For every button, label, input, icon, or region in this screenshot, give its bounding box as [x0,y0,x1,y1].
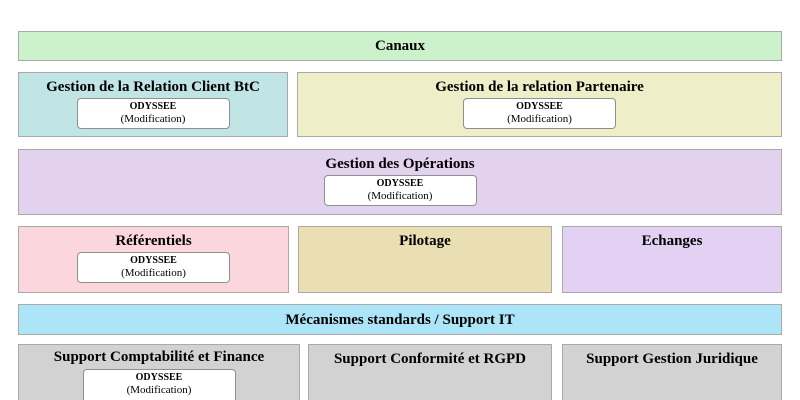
odyssee-box: ODYSSEE (Modification) [463,98,616,129]
panel-referentiels: Référentiels ODYSSEE (Modification) [18,226,289,293]
app-name: ODYSSEE [129,101,177,112]
panel-title: Canaux [374,38,426,54]
panel-title: Echanges [641,233,703,249]
odyssee-box: ODYSSEE (Modification) [82,369,236,400]
panel-title: Référentiels [115,233,192,249]
odyssee-box: ODYSSEE (Modification) [76,98,230,129]
panel-title: Support Comptabilité et Finance [53,349,265,365]
panel-title: Gestion de la Relation Client BtC [46,79,260,95]
app-name: ODYSSEE [376,178,424,189]
app-name: ODYSSEE [516,101,563,112]
odyssee-box: ODYSSEE (Modification) [77,252,230,283]
app-note: (Modification) [121,267,186,279]
panel-gestion-relation-client-btc: Gestion de la Relation Client BtC ODYSSE… [18,72,288,137]
panel-support-conformite-rgpd: Support Conformité et RGPD [308,344,552,400]
app-note: (Modification) [126,384,192,396]
panel-support-comptabilite-finance: Support Comptabilité et Finance ODYSSEE … [18,344,300,400]
panel-support-gestion-juridique: Support Gestion Juridique [562,344,782,400]
panel-title: Gestion des Opérations [325,156,475,172]
panel-canaux: Canaux [18,31,782,61]
panel-title: Support Gestion Juridique [586,351,758,367]
app-name: ODYSSEE [135,372,183,383]
panel-gestion-des-operations: Gestion des Opérations ODYSSEE (Modifica… [18,149,782,215]
panel-title: Support Conformité et RGPD [333,351,527,367]
panel-pilotage: Pilotage [298,226,552,293]
panel-mecanismes-standards-support-it: Mécanismes standards / Support IT [18,304,782,335]
panel-title: Pilotage [399,233,451,249]
panel-title: Gestion de la relation Partenaire [435,79,644,95]
panel-echanges: Echanges [562,226,782,293]
app-note: (Modification) [507,113,572,125]
app-note: (Modification) [367,190,433,202]
odyssee-box: ODYSSEE (Modification) [323,175,477,206]
app-name: ODYSSEE [130,255,177,266]
panel-gestion-relation-partenaire: Gestion de la relation Partenaire ODYSSE… [297,72,782,137]
panel-title: Mécanismes standards / Support IT [285,311,515,328]
app-note: (Modification) [120,113,186,125]
